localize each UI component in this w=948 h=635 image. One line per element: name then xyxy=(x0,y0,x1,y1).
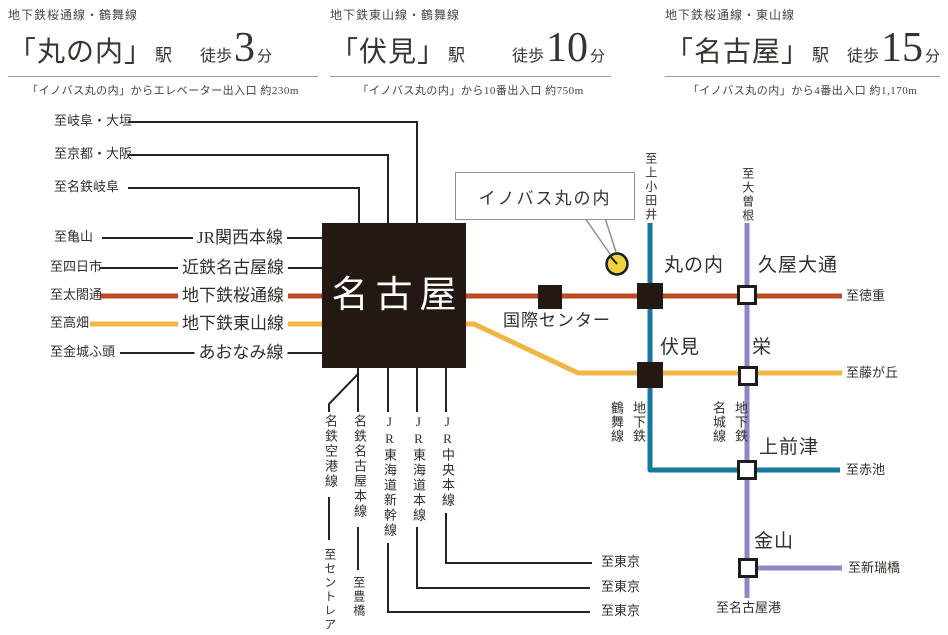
terminal-kinjo-futo: 至金城ふ頭 xyxy=(50,344,116,359)
subway-lines-label: 地下鉄桜通線・鶴舞線 xyxy=(8,8,139,22)
station-name: 「名古屋」 xyxy=(665,37,811,68)
hub-station-nagoya: 名古屋 xyxy=(322,223,466,368)
minutes-unit: 分 xyxy=(256,49,272,65)
minutes-unit: 分 xyxy=(924,49,940,65)
station-label-sakae: 栄 xyxy=(752,337,773,358)
walk-minutes: 15 xyxy=(880,25,923,71)
terminal-taikodori: 至太閤通 xyxy=(50,287,103,302)
line-name-tokaido-shinkansen: JR東海道新幹線 xyxy=(381,414,397,538)
station-square-hisaya-odori xyxy=(737,285,757,305)
station-square-fushimi xyxy=(637,362,663,388)
meitetsu-north-path xyxy=(128,187,360,223)
station-label-hisaya-odori: 久屋大通 xyxy=(758,255,839,276)
airport-line-diagonal-path xyxy=(328,373,359,412)
station-square-marunouchi xyxy=(637,283,663,309)
walk-label: 徒歩 xyxy=(846,48,879,65)
line-name-aonami: あおなみ線 xyxy=(194,343,288,363)
divider xyxy=(665,76,940,77)
terminal-tokushige: 至徳重 xyxy=(846,288,886,303)
line-name-meitetsu-main: 名鉄名古屋本線 xyxy=(351,414,367,519)
terminal-kyoto-osaka: 至京都・大阪 xyxy=(54,146,133,161)
station-label-kamimaezu: 上前津 xyxy=(759,437,820,458)
terminal-kami-otai: 至上小田井 xyxy=(643,152,658,222)
minutes-unit: 分 xyxy=(589,49,605,65)
access-header-fushimi: 地下鉄東山線・鶴舞線 「伏見」 駅 徒歩 10 分 「イノバス丸の内」から10番… xyxy=(330,6,611,98)
terminal-ozone: 至大曽根 xyxy=(740,167,755,223)
line-name-meitetsu-airport: 名鉄空港線 xyxy=(322,414,338,489)
walk-minutes: 3 xyxy=(233,25,255,71)
shinkansen-south-path xyxy=(387,543,590,613)
line-name-higashiyama: 地下鉄東山線 xyxy=(178,314,288,334)
station-square-kamimaezu xyxy=(737,460,757,480)
station-label-fushimi: 伏見 xyxy=(660,337,701,358)
line-label-meijo-col1: 地下鉄 xyxy=(733,401,748,443)
line-label-tsurumai-col2: 鶴舞線 xyxy=(609,401,624,443)
access-header-nagoya: 地下鉄桜通線・東山線 「名古屋」 駅 徒歩 15 分 「イノバス丸の内」から4番… xyxy=(665,6,940,98)
divider xyxy=(330,76,611,77)
hub-station-label: 名古屋 xyxy=(331,275,464,316)
chuo-south-path xyxy=(445,513,592,564)
station-name: 「丸の内」 xyxy=(8,37,154,68)
line-label-meijo-col2: 名城線 xyxy=(711,401,726,443)
tokaido-line-north-path xyxy=(128,121,418,223)
terminal-meitetsu-gifu: 至名鉄岐阜 xyxy=(54,179,120,194)
terminal-toyohashi: 至豊橋 xyxy=(351,576,366,618)
terminal-aratamabashi: 至新瑞橋 xyxy=(848,560,901,575)
property-callout-label: イノバス丸の内 xyxy=(478,188,612,208)
station-square-sakae xyxy=(738,366,758,386)
terminal-centrair: 至セントレア xyxy=(322,548,337,632)
terminal-fujigaoka: 至藤が丘 xyxy=(846,365,899,380)
line-label-meijo: 地下鉄 名城線 xyxy=(706,401,750,443)
line-label-tsurumai: 地下鉄 鶴舞線 xyxy=(604,401,648,443)
terminal-akaike: 至赤池 xyxy=(846,462,886,477)
line-name-jr-kansai: JR関西本線 xyxy=(193,228,287,248)
property-marker-needle xyxy=(609,255,618,265)
terminal-gifu-ogaki: 至岐阜・大垣 xyxy=(54,113,133,128)
terminal-takabata: 至高畑 xyxy=(50,315,90,330)
station-square-kokusai-center xyxy=(538,285,562,309)
station-label-kokusai-center: 国際センター xyxy=(503,311,611,330)
terminal-tokyo-shinkansen: 至東京 xyxy=(601,603,641,618)
line-name-sakura-dori: 地下鉄桜通線 xyxy=(178,286,288,306)
line-label-tsurumai-col1: 地下鉄 xyxy=(631,401,646,443)
station-name: 「伏見」 xyxy=(330,37,447,68)
divider xyxy=(8,76,318,77)
line-name-kintetsu: 近鉄名古屋線 xyxy=(178,258,288,278)
walk-label: 徒歩 xyxy=(511,48,544,65)
terminal-kameyama: 至亀山 xyxy=(54,229,94,244)
line-name-tokaido-main: JR東海道本線 xyxy=(410,414,426,523)
callout-pointer-left xyxy=(584,217,611,255)
property-callout: イノバス丸の内 xyxy=(455,172,635,220)
subway-lines-label: 地下鉄東山線・鶴舞線 xyxy=(330,8,461,22)
subway-lines-label: 地下鉄桜通線・東山線 xyxy=(665,8,796,22)
walk-minutes: 10 xyxy=(545,25,588,71)
station-suffix: 駅 xyxy=(812,46,830,65)
terminal-tokyo-tokaido: 至東京 xyxy=(601,579,641,594)
terminal-yokkaichi: 至四日市 xyxy=(50,259,103,274)
station-square-kanayama xyxy=(738,558,758,578)
shinkansen-north-path xyxy=(128,154,389,223)
terminal-tokyo-chuo: 至東京 xyxy=(601,554,641,569)
distance-note: 「イノバス丸の内」から10番出入口 約750m xyxy=(357,85,584,97)
line-name-chuo-main: JR中央本線 xyxy=(439,414,455,508)
station-suffix: 駅 xyxy=(448,46,466,65)
station-suffix: 駅 xyxy=(155,46,173,65)
station-label-marunouchi: 丸の内 xyxy=(664,255,725,276)
station-label-kanayama: 金山 xyxy=(754,531,795,552)
distance-note: 「イノバス丸の内」からエレベーター出入口 約230m xyxy=(27,85,299,97)
terminal-nagoyako: 至名古屋港 xyxy=(716,600,782,615)
tokaido-south-path xyxy=(416,527,590,589)
walk-label: 徒歩 xyxy=(199,48,232,65)
callout-pointer-right xyxy=(604,217,617,253)
distance-note: 「イノバス丸の内」から4番出入口 約1,170m xyxy=(687,85,918,97)
access-header-marunouchi: 地下鉄桜通線・鶴舞線 「丸の内」 駅 徒歩 3 分 「イノバス丸の内」からエレベ… xyxy=(8,6,318,98)
